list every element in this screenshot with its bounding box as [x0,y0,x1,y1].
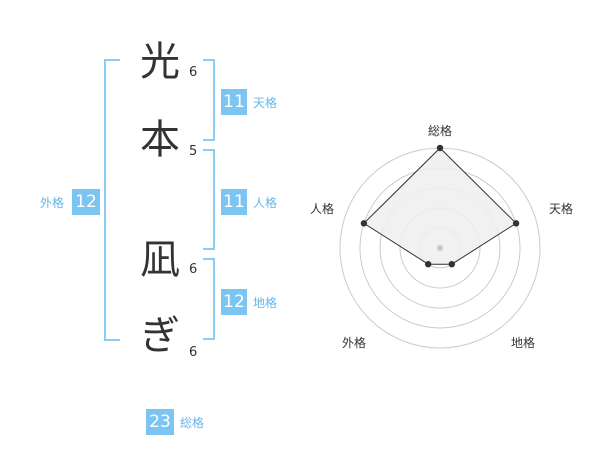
jinkaku-badge: 11 [221,189,247,215]
soukaku-label: 総格 [180,416,205,430]
tenkaku-bracket [203,59,215,141]
radar-point-right [512,220,520,227]
soukaku-badge: 23 [146,409,174,435]
tenkaku-badge: 11 [221,89,247,115]
radar-point-bottom_left [425,261,432,268]
gaikaku-badge: 12 [72,189,100,215]
name-char-4: ぎ [140,313,180,359]
gaikaku-bracket [104,59,120,341]
jinkaku-bracket [203,149,215,250]
chikaku-label: 地格 [253,296,278,310]
radar-label-soukaku: 総格 [428,124,453,138]
chikaku-badge: 12 [221,289,247,315]
stroke-count-2: 5 [189,144,198,159]
radar-label-tenkaku: 天格 [549,202,574,216]
tenkaku-label: 天格 [253,96,278,110]
radar-center-dot [437,245,443,251]
radar-point-left [360,220,368,227]
stroke-count-3: 6 [189,262,198,277]
radar-point-top [436,144,444,152]
gaikaku-label: 外格 [40,196,65,210]
name-char-1: 光 [140,39,180,85]
jinkaku-label: 人格 [253,196,278,210]
radar-point-bottom_right [448,261,455,268]
name-char-3: 凪 [140,237,180,283]
stroke-count-1: 6 [189,65,198,80]
radar-label-gaikaku: 外格 [342,336,367,350]
radar-label-chikaku: 地格 [511,336,536,350]
stroke-count-4: 6 [189,345,198,360]
radar-area [363,147,517,265]
name-char-2: 本 [140,117,180,163]
radar-label-jinkaku: 人格 [310,202,335,216]
radar-chart [339,144,541,349]
chikaku-bracket [203,258,215,340]
radar-points [360,144,520,268]
